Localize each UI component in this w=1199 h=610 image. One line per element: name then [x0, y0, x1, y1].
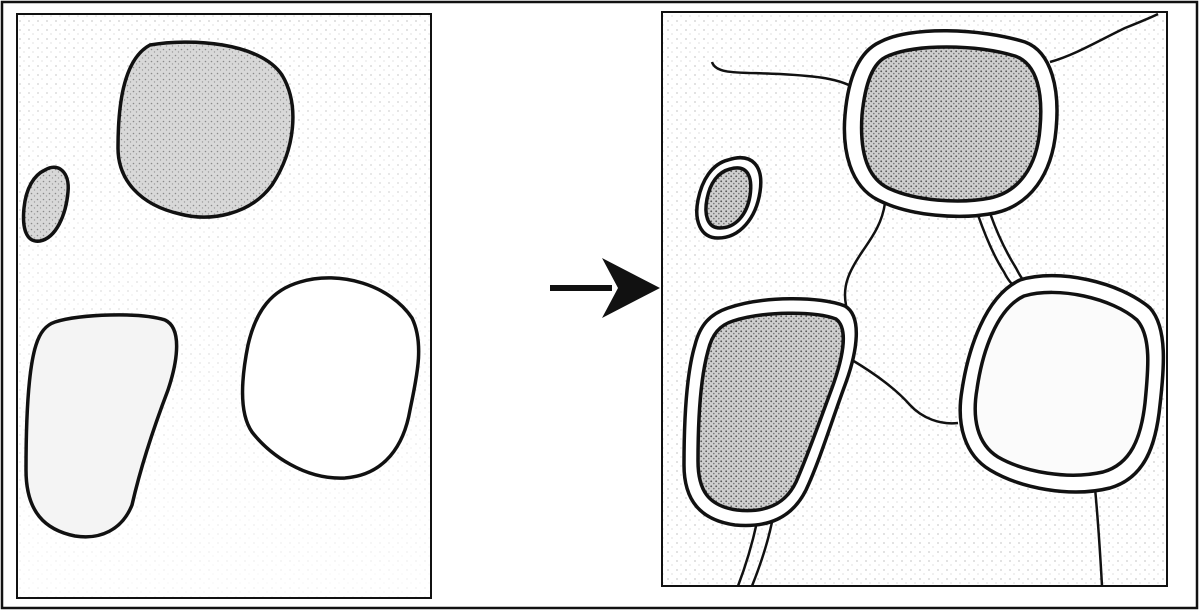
right-particle-lower-right [960, 276, 1163, 492]
left-particle-large-shaded [118, 42, 293, 217]
left-particle-lower-right [243, 278, 419, 478]
right-panel [662, 12, 1167, 586]
transition-arrow [550, 258, 660, 318]
particle-core [975, 292, 1148, 475]
right-particle-top-right [844, 31, 1057, 217]
left-panel [17, 14, 431, 598]
particle-core [862, 47, 1041, 201]
